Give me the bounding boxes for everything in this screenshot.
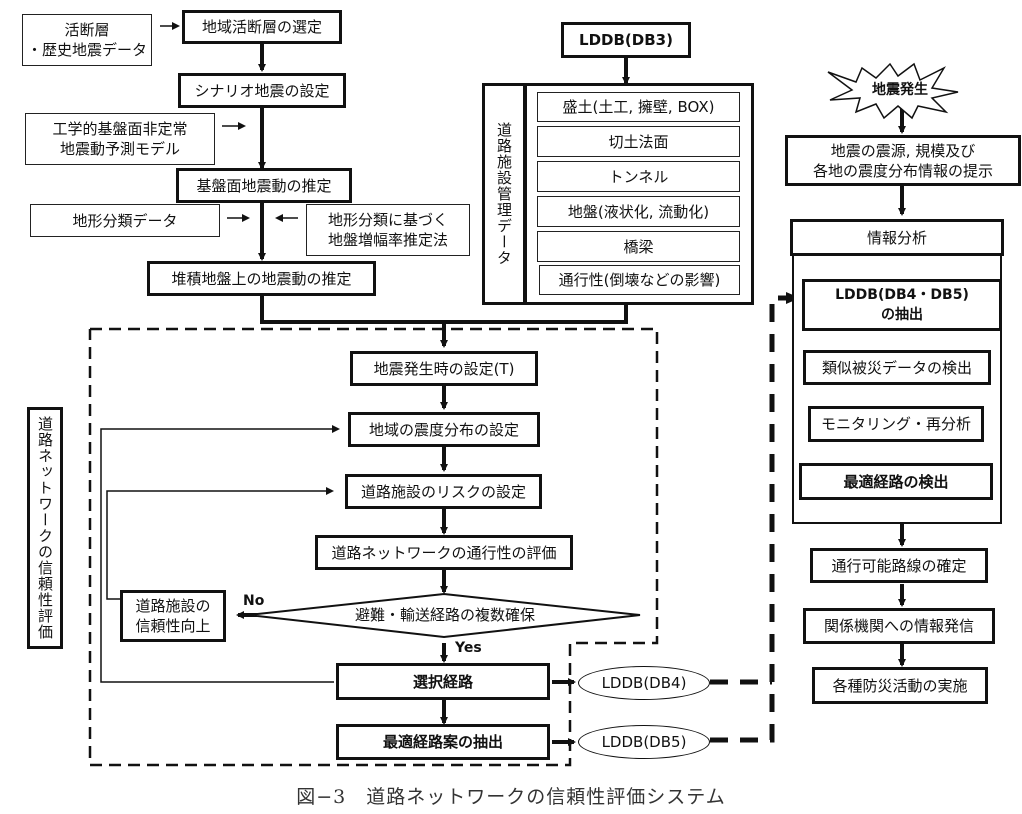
step-passable: 通行可能路線の確定 — [810, 548, 988, 583]
db3-item: 地盤(液状化, 流動化) — [537, 196, 740, 227]
db4-ellipse: LDDB(DB4) — [578, 666, 710, 700]
input-model: 工学的基盤面非定常 地震動予測モデル — [25, 113, 215, 165]
event-label: 地震発生 — [872, 82, 928, 98]
step-activities: 各種防災活動の実施 — [812, 667, 988, 704]
step-optimal-extract: 最適経路案の抽出 — [336, 724, 550, 760]
step-evaluation: 道路ネットワークの通行性の評価 — [315, 535, 573, 570]
db5-ellipse: LDDB(DB5) — [578, 725, 710, 759]
step-monitoring: モニタリング・再分析 — [808, 406, 984, 442]
earthquake-starburst-icon — [827, 62, 959, 120]
db3-item: 橋梁 — [537, 231, 740, 262]
input-amplification: 地形分類に基づく 地盤増幅率推定法 — [306, 204, 470, 256]
input-fault-data: 活断層 ・歴史地震データ — [22, 14, 152, 66]
db3-title: LDDB(DB3) — [561, 22, 691, 58]
db3-side-label: 道路施設管理データ — [495, 122, 513, 266]
no-label: No — [243, 593, 265, 609]
analysis-title: 情報分析 — [790, 219, 1004, 256]
step-risk: 道路施設のリスクの設定 — [345, 474, 542, 509]
step-dissemination: 関係機関への情報発信 — [803, 608, 995, 644]
feedback-loop-risk — [106, 487, 334, 600]
db3-item: 通行性(倒壊などの影響) — [539, 265, 740, 295]
input-terrain: 地形分類データ — [30, 204, 220, 237]
step-bedrock-motion: 基盤面地震動の推定 — [176, 168, 352, 203]
step-extract-db: LDDB(DB4・DB5) の抽出 — [802, 279, 1002, 331]
db3-item: 切土法面 — [537, 126, 740, 157]
step-selected-route: 選択経路 — [336, 663, 550, 700]
network-side-label: 道路ネットワークの信頼性評価 — [36, 416, 54, 640]
db3-side-panel: 道路施設管理データ — [482, 83, 526, 305]
step-sediment-motion: 堆積地盤上の地震動の推定 — [147, 261, 376, 296]
db3-item: トンネル — [537, 161, 740, 192]
step-intensity: 地域の震度分布の設定 — [348, 412, 540, 447]
step-improve: 道路施設の 信頼性向上 — [120, 590, 226, 642]
step-select-fault: 地域活断層の選定 — [182, 10, 342, 44]
step-info-present: 地震の震源, 規模及び 各地の震度分布情報の提示 — [785, 135, 1021, 186]
dashed-link-db5 — [710, 295, 790, 743]
network-boundary — [88, 327, 659, 767]
step-time-setting: 地震発生時の設定(T) — [350, 351, 538, 386]
network-side-panel: 道路ネットワークの信頼性評価 — [27, 407, 63, 649]
step-similar: 類似被災データの検出 — [803, 350, 991, 385]
db3-item: 盛土(土工, 擁壁, BOX) — [537, 92, 740, 122]
feedback-loop-intensity — [100, 425, 340, 683]
step-scenario: シナリオ地震の設定 — [178, 73, 346, 108]
figure-caption: 図−3 道路ネットワークの信頼性評価システム — [296, 786, 726, 808]
decision-label: 避難・輸送経路の複数確保 — [354, 606, 535, 624]
step-optimal-detect: 最適経路の検出 — [799, 463, 993, 500]
yes-label: Yes — [455, 640, 482, 656]
decision-diamond — [247, 592, 641, 639]
